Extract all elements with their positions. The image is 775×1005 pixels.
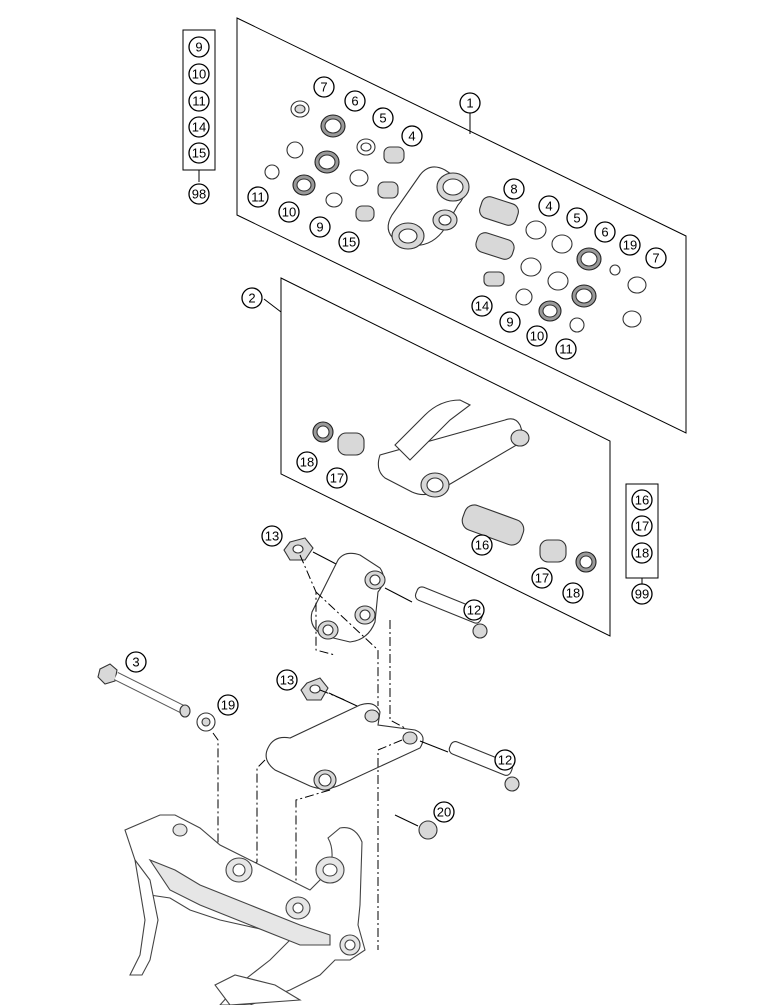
kit-98-label: 98 — [188, 183, 210, 205]
svg-text:15: 15 — [192, 146, 206, 161]
svg-text:16: 16 — [635, 493, 649, 508]
callout-18-right: 18 — [562, 582, 584, 604]
svg-text:12: 12 — [498, 753, 512, 768]
callout-9-left: 9 — [309, 216, 331, 238]
svg-text:10: 10 — [192, 67, 206, 82]
svg-text:18: 18 — [635, 546, 649, 561]
svg-text:20: 20 — [437, 805, 451, 820]
callout-labels: 1 7 6 5 4 11 10 9 15 8 4 5 6 19 7 14 9 1… — [125, 36, 667, 823]
callout-2: 2 — [241, 287, 263, 309]
kit-99-group — [625, 483, 659, 584]
callout-9-right: 9 — [499, 311, 521, 333]
svg-text:18: 18 — [566, 586, 580, 601]
callout-7-right: 7 — [645, 247, 667, 269]
callout-5-left: 5 — [372, 107, 394, 129]
svg-text:11: 11 — [251, 190, 265, 205]
svg-text:7: 7 — [320, 80, 327, 95]
assembly-1-panel — [236, 17, 687, 434]
kit98-item-10: 10 — [188, 63, 210, 85]
callout-3: 3 — [125, 651, 147, 673]
svg-text:1: 1 — [466, 96, 473, 111]
callout-10-left: 10 — [278, 201, 300, 223]
svg-text:4: 4 — [408, 129, 415, 144]
svg-text:16: 16 — [475, 538, 489, 553]
callout-12-upper: 12 — [463, 599, 485, 621]
svg-text:9: 9 — [506, 315, 513, 330]
svg-text:4: 4 — [545, 199, 552, 214]
svg-text:19: 19 — [221, 698, 235, 713]
callout-11-right: 11 — [555, 338, 577, 360]
svg-text:13: 13 — [280, 673, 294, 688]
svg-text:17: 17 — [535, 571, 549, 586]
svg-text:15: 15 — [342, 235, 356, 250]
svg-text:14: 14 — [192, 120, 206, 135]
kit-98-group — [182, 29, 216, 182]
callout-20: 20 — [433, 801, 455, 823]
kit98-item-9: 9 — [188, 36, 210, 58]
callout-10-right: 10 — [526, 325, 548, 347]
frame-section — [124, 814, 366, 1005]
kit-99-label: 99 — [631, 583, 653, 605]
svg-text:12: 12 — [467, 603, 481, 618]
svg-text:3: 3 — [132, 655, 139, 670]
callout-6-left: 6 — [344, 90, 366, 112]
lower-linkage — [97, 537, 520, 950]
callout-17-right: 17 — [531, 567, 553, 589]
svg-text:10: 10 — [282, 205, 296, 220]
svg-text:14: 14 — [475, 299, 489, 314]
rocker-lever — [387, 166, 470, 250]
callout-16: 16 — [471, 534, 493, 556]
callout-8: 8 — [503, 178, 525, 200]
callout-4-right: 4 — [538, 195, 560, 217]
svg-text:6: 6 — [601, 225, 608, 240]
svg-text:11: 11 — [192, 94, 206, 109]
callout-11-left: 11 — [247, 186, 269, 208]
callout-18-left: 18 — [296, 451, 318, 473]
svg-text:99: 99 — [635, 587, 649, 602]
callout-7-left: 7 — [313, 76, 335, 98]
svg-text:17: 17 — [635, 519, 649, 534]
pull-rod — [377, 399, 530, 498]
callout-5-right: 5 — [566, 207, 588, 229]
svg-text:17: 17 — [330, 471, 344, 486]
callout-12-lower: 12 — [494, 749, 516, 771]
svg-text:8: 8 — [510, 182, 517, 197]
svg-text:9: 9 — [316, 220, 323, 235]
callout-19-lower: 19 — [217, 694, 239, 716]
kit98-item-11: 11 — [188, 90, 210, 112]
svg-text:19: 19 — [623, 238, 637, 253]
kit99-item-18: 18 — [631, 542, 653, 564]
kit99-item-17: 17 — [631, 515, 653, 537]
svg-text:11: 11 — [559, 342, 573, 357]
svg-text:5: 5 — [379, 111, 386, 126]
assembly-2-panel — [263, 277, 611, 637]
svg-text:13: 13 — [265, 529, 279, 544]
svg-text:7: 7 — [652, 251, 659, 266]
callout-1: 1 — [459, 92, 481, 114]
callout-6-right: 6 — [594, 221, 616, 243]
callout-13-upper: 13 — [261, 525, 283, 547]
callout-13-lower: 13 — [276, 669, 298, 691]
callout-4-left: 4 — [401, 125, 423, 147]
svg-text:98: 98 — [192, 187, 206, 202]
svg-text:6: 6 — [351, 94, 358, 109]
svg-text:10: 10 — [530, 329, 544, 344]
svg-text:18: 18 — [300, 455, 314, 470]
callout-15: 15 — [338, 231, 360, 253]
callout-14: 14 — [471, 295, 493, 317]
svg-text:9: 9 — [195, 40, 202, 55]
svg-text:5: 5 — [573, 211, 580, 226]
svg-text:2: 2 — [248, 291, 255, 306]
kit99-item-16: 16 — [631, 489, 653, 511]
kit98-item-15: 15 — [188, 142, 210, 164]
callout-19-top: 19 — [619, 234, 641, 256]
kit98-item-14: 14 — [188, 116, 210, 138]
callout-17-left: 17 — [326, 467, 348, 489]
